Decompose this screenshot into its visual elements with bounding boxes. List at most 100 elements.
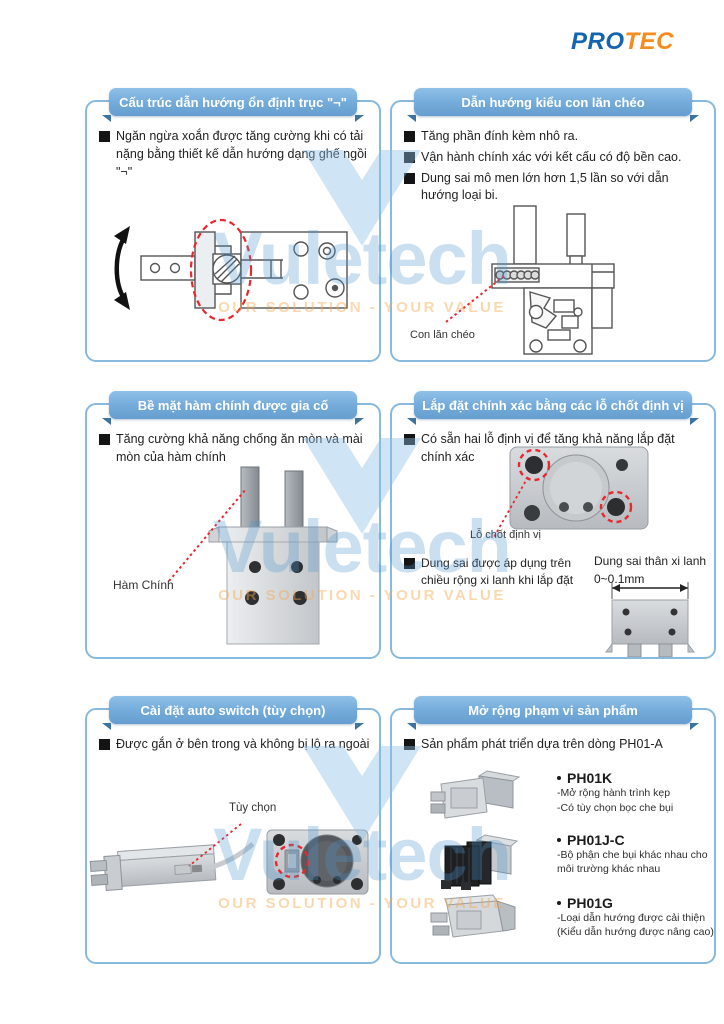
- panel-main-jaw-surface: Bề mặt hàm chính được gia cố Tăng cường …: [85, 391, 381, 659]
- ribbon-fold-left: [407, 723, 416, 730]
- ribbon-fold-right: [690, 418, 699, 425]
- bullet-square-icon: [99, 739, 110, 750]
- bullet-item: Tăng cường khả năng chống ăn mòn và mài …: [99, 431, 371, 467]
- bullet-text: Được gắn ở bên trong và không bị lộ ra n…: [116, 737, 370, 751]
- panel-title: Cài đặt auto switch (tùy chọn): [140, 702, 326, 718]
- bullet-square-icon: [404, 434, 415, 445]
- cross-roller-label: Con lăn chéo: [410, 329, 475, 341]
- pin-hole-label: Lỗ chốt định vị: [470, 529, 541, 541]
- product-row-ph01jc: PH01J-C -Bộ phận che bụi khác nhau cho m…: [427, 830, 708, 892]
- ribbon-fold-left: [407, 418, 416, 425]
- product-desc: -Loại dẫn hướng được cải thiện (Kiểu dẫn…: [557, 912, 714, 938]
- bullet-square-icon: [404, 558, 415, 569]
- product-bullet-icon: [557, 838, 561, 842]
- logo-text-tec: TEC: [624, 28, 674, 55]
- red-leader-line: [188, 823, 242, 867]
- panel-auto-switch: Cài đặt auto switch (tùy chọn) Được gắn …: [85, 696, 381, 964]
- red-highlight-circle: [517, 448, 551, 482]
- red-leader-line: [168, 488, 247, 582]
- panel-guide-structure: Cấu trúc dẫn hướng ổn định trục "¬" Ngăn…: [85, 88, 381, 362]
- product-photo-ph01g: [430, 894, 516, 938]
- ribbon-fold-left: [102, 723, 111, 730]
- tolerance-line1: Dung sai thân xi lanh: [594, 554, 707, 568]
- product-row-ph01k: PH01K -Mở rộng hành trình kẹp -Có tùy ch…: [427, 768, 707, 830]
- product-name: PH01G: [557, 895, 724, 911]
- product-name: PH01J-C: [557, 832, 724, 848]
- product-name-text: PH01K: [567, 770, 613, 786]
- bullet-list: Có sẵn hai lỗ định vị để tăng khả năng l…: [404, 431, 706, 470]
- ribbon-fold-left: [102, 115, 111, 122]
- panel-header-ribbon: Dẫn hướng kiểu con lăn chéo: [407, 88, 699, 122]
- ribbon-fold-left: [407, 115, 416, 122]
- bullet-text: Tăng cường khả năng chống ăn mòn và mài …: [116, 432, 363, 464]
- product-row-ph01g: PH01G -Loại dẫn hướng được cải thiện (Ki…: [427, 893, 714, 953]
- bullet-item: Tăng phần đính kèm nhô ra.: [404, 128, 706, 146]
- bullet-item: Sản phẩm phát triển dựa trên dòng PH01-A: [404, 736, 706, 754]
- bullet-list: Được gắn ở bên trong và không bị lộ ra n…: [99, 736, 371, 757]
- bullet-item: Vận hành chính xác với kết cấu có độ bền…: [404, 149, 706, 167]
- gripper-photo-front: Hàm Chính: [113, 466, 338, 645]
- product-info: PH01K -Mở rộng hành trình kẹp -Có tùy ch…: [557, 770, 724, 816]
- product-bullet-icon: [557, 776, 561, 780]
- bullet-text: Vận hành chính xác với kết cấu có độ bền…: [421, 149, 682, 164]
- bullet-square-icon: [99, 434, 110, 445]
- bullet-square-icon: [404, 172, 415, 184]
- product-name-text: PH01J-C: [567, 832, 625, 848]
- bullet-text: Ngăn ngừa xoắn được tăng cường khi có tả…: [116, 129, 367, 179]
- gripper-side-photo: [89, 823, 254, 891]
- bullet-item: Ngăn ngừa xoắn được tăng cường khi có tả…: [99, 128, 371, 181]
- panel-title: Lắp đặt chính xác bằng các lỗ chốt định …: [422, 397, 684, 413]
- bullet-text: Dung sai mô men lớn hơn 1,5 lần so với d…: [421, 170, 669, 203]
- ribbon-fold-right: [690, 115, 699, 122]
- red-highlight-circle: [599, 490, 633, 524]
- protec-logo: PROTEC: [571, 28, 674, 56]
- guide-structure-drawing: [114, 218, 348, 322]
- bullet-text: Tăng phần đính kèm nhô ra.: [421, 129, 579, 143]
- red-highlight-circle: [274, 843, 310, 879]
- bullet-square-icon: [404, 739, 415, 750]
- product-name-text: PH01G: [567, 895, 613, 911]
- product-photo-ph01jc: [441, 834, 519, 890]
- cross-roller-drawing: Con lăn chéo: [410, 205, 615, 355]
- panel-title: Cấu trúc dẫn hướng ổn định trục "¬": [119, 94, 347, 110]
- main-jaw-label: Hàm Chính: [113, 578, 174, 592]
- red-leader-line: [493, 476, 529, 538]
- product-photo-ph01k: [430, 770, 521, 819]
- bullet-square-icon: [99, 131, 110, 142]
- panel-dowel-pin-holes: Lắp đặt chính xác bằng các lỗ chốt định …: [390, 391, 716, 659]
- product-desc: -Bộ phận che bụi khác nhau cho môi trườn…: [557, 849, 708, 875]
- twist-arrow: [114, 234, 127, 302]
- tolerance-note: Dung sai thân xi lanh 0~0.1mm: [594, 552, 706, 588]
- product-bullet-icon: [557, 901, 561, 905]
- product-info: PH01G -Loại dẫn hướng được cải thiện (Ki…: [557, 895, 724, 940]
- product-info: PH01J-C -Bộ phận che bụi khác nhau cho m…: [557, 832, 724, 877]
- product-desc: -Có tùy chọn bọc che bụi: [557, 801, 674, 814]
- panel-header-ribbon: Cấu trúc dẫn hướng ổn định trục "¬": [102, 88, 364, 122]
- bullet-item: Dung sai được áp dụng trên chiều rộng xi…: [404, 555, 586, 589]
- gripper-end-photo: [266, 829, 369, 895]
- product-name: PH01K: [557, 770, 724, 786]
- panel-header-ribbon: Cài đặt auto switch (tùy chọn): [102, 696, 364, 730]
- bullet-list: Ngăn ngừa xoắn được tăng cường khi có tả…: [99, 128, 371, 184]
- red-leader-line: [445, 275, 505, 323]
- bullet-item: Được gắn ở bên trong và không bị lộ ra n…: [99, 736, 371, 754]
- switch-cable: [208, 842, 254, 871]
- ribbon-fold-left: [102, 418, 111, 425]
- panel-cross-roller-guide: Dẫn hướng kiểu con lăn chéo Tăng phần đí…: [390, 88, 716, 362]
- bullet-text: Dung sai được áp dụng trên chiều rộng xi…: [421, 556, 574, 587]
- red-highlight-ellipse: [189, 218, 253, 322]
- logo-text-pro: PRO: [570, 28, 625, 55]
- tolerance-dimension-photo: [605, 582, 695, 657]
- bullet-text: Có sẵn hai lỗ định vị để tăng khả năng l…: [421, 432, 675, 464]
- panel-title: Mở rộng phạm vi sản phẩm: [468, 702, 638, 718]
- panel-header-ribbon: Mở rộng phạm vi sản phẩm: [407, 696, 699, 730]
- pin-holes-photo: [493, 446, 649, 538]
- option-label: Tùy chọn: [229, 802, 277, 814]
- panel-product-range: Mở rộng phạm vi sản phẩm Sản phẩm phát t…: [390, 696, 716, 964]
- panel-header-ribbon: Bề mặt hàm chính được gia cố: [102, 391, 364, 425]
- bullet-item: Dung sai mô men lớn hơn 1,5 lần so với d…: [404, 170, 706, 206]
- ribbon-fold-right: [355, 723, 364, 730]
- bullet-list: Sản phẩm phát triển dựa trên dòng PH01-A: [404, 736, 706, 757]
- panel-title: Bề mặt hàm chính được gia cố: [137, 397, 329, 413]
